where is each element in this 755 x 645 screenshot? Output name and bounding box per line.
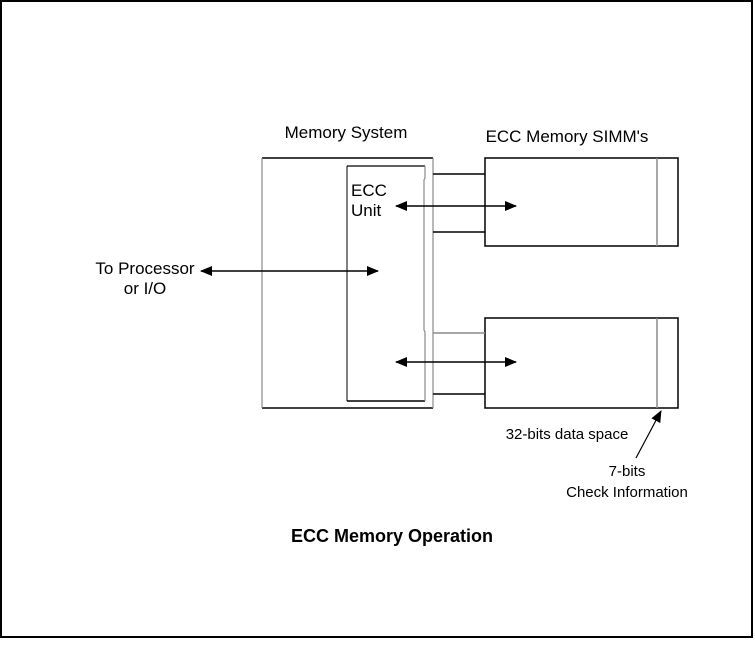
- processor-label-1: To Processor: [95, 259, 195, 278]
- simm-bottom: [433, 317, 679, 409]
- diagram-title: ECC Memory Operation: [291, 526, 493, 546]
- simm-top: [433, 157, 679, 247]
- data-space-label: 32-bits data space: [506, 426, 629, 443]
- check-bits-pointer-arrow: [635, 410, 662, 459]
- check-bits-label-1: 7-bits: [609, 463, 646, 480]
- ecc-unit-label-2: Unit: [351, 201, 382, 220]
- check-bits-label-2: Check Information: [566, 484, 688, 501]
- memory-system-label: Memory System: [285, 123, 408, 142]
- processor-label-2: or I/O: [124, 279, 167, 298]
- ecc-simms-label: ECC Memory SIMM's: [486, 127, 649, 146]
- ecc-unit-label-1: ECC: [351, 181, 387, 200]
- ecc-unit-box: [346, 165, 426, 402]
